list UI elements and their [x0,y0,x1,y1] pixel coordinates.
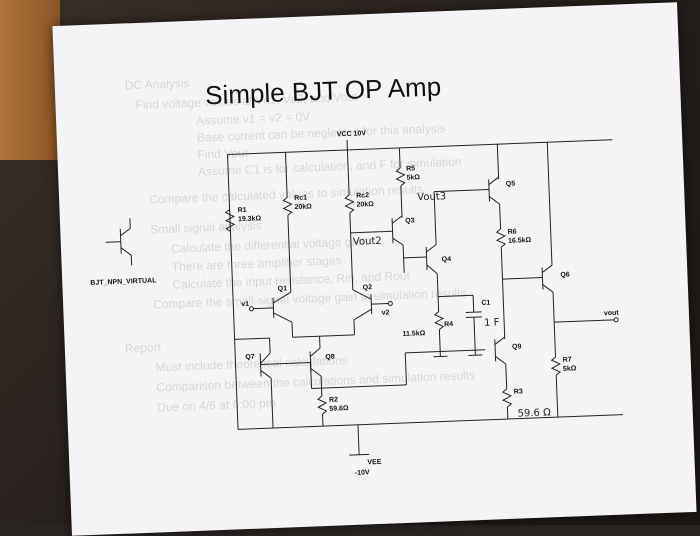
r2-value: 59.6Ω [329,405,349,413]
q8-label: Q8 [325,354,335,361]
vout2-annotation: Vout2 [353,236,382,248]
q3-label: Q3 [405,217,415,224]
c1-label: C1 [481,300,490,307]
r7-label: R7 [563,357,572,364]
q2-label: Q2 [363,284,373,291]
v2-label: v2 [382,309,390,316]
q5-label: Q5 [506,181,516,188]
wood-surface [0,0,60,160]
vcc-label: VCC 10V [337,130,366,138]
r6-value: 16.5kΩ [508,237,531,245]
r3-label: R3 [514,388,523,395]
vout-label: vout [604,310,619,318]
r7-value: 5kΩ [563,365,577,373]
rc2-label: Rc2 [356,192,369,199]
schematic-diagram [52,2,696,536]
r1-value: 19.3kΩ [238,215,261,223]
rc1-label: Rc1 [294,195,307,202]
rc2-value: 20kΩ [356,201,374,209]
r5-label: R5 [406,165,415,172]
r4-value: 11.5kΩ [402,330,425,338]
c1-value-annotation: 1 F [484,317,500,329]
q7-label: Q7 [245,354,255,361]
q4-label: Q4 [442,256,452,263]
q6-label: Q6 [560,272,570,279]
q1-label: Q1 [278,285,288,292]
r6-label: R6 [508,229,517,236]
r1-label: R1 [238,207,247,214]
r3-value-annotation: 59.6 Ω [517,407,550,419]
r4-label: R4 [444,321,453,328]
q9-label: Q9 [512,343,522,350]
v1-label: v1 [241,301,249,308]
vee-label: VEE [367,459,381,467]
paper-sheet: DC Analysis Find voltage values at Vc1, … [52,2,696,536]
vee-value: -10V [355,469,370,477]
vout3-annotation: Vout3 [417,191,446,203]
r5-value: 5kΩ [406,174,420,182]
r2-label: R2 [329,397,338,404]
rc1-value: 20kΩ [294,203,312,211]
